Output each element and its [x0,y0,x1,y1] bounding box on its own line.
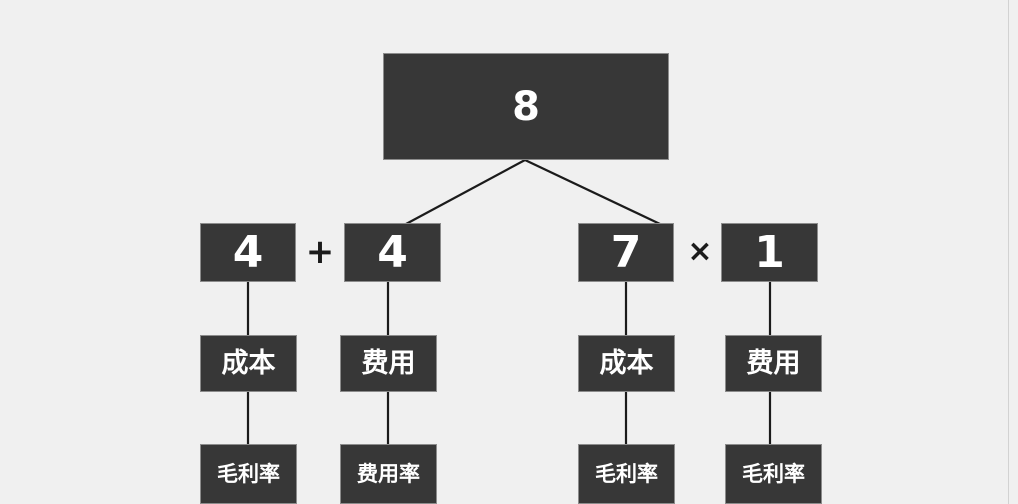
node-col1-category[interactable]: 成本 [200,335,297,392]
node-col4-category[interactable]: 费用 [725,335,822,392]
operator-multiply-icon: × [687,234,713,269]
node-col3-metric[interactable]: 毛利率 [578,444,675,504]
node-col2-metric[interactable]: 费用率 [340,444,437,504]
node-col2-category[interactable]: 费用 [340,335,437,392]
node-root-value[interactable]: 8 [383,53,669,160]
right-edge-divider [1008,0,1009,504]
node-col3-value[interactable]: 7 [578,223,674,282]
node-col4-value[interactable]: 1 [721,223,818,282]
node-col1-metric[interactable]: 毛利率 [200,444,297,504]
node-col4-metric[interactable]: 毛利率 [725,444,822,504]
node-col2-value[interactable]: 4 [344,223,441,282]
edge-root-to-left [405,159,526,225]
node-col3-category[interactable]: 成本 [578,335,675,392]
edge-root-to-right [524,159,661,225]
node-col1-value[interactable]: 4 [200,223,296,282]
operator-plus-icon: + [305,232,335,272]
